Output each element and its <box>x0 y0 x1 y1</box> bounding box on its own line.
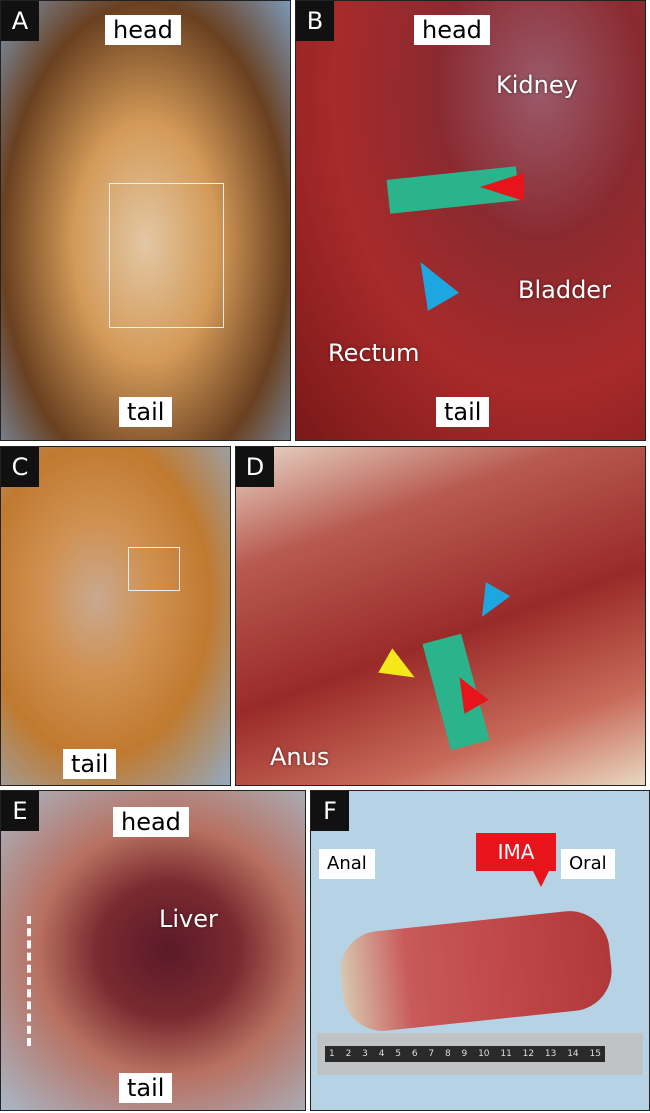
ruler-tick: 1 <box>329 1049 335 1059</box>
label-oral: Oral <box>561 849 615 879</box>
ruler-tick: 7 <box>428 1049 435 1059</box>
zoom-region-box <box>109 183 224 328</box>
label-head: head <box>113 807 189 837</box>
yellow-arrowhead <box>378 648 422 690</box>
panel-letter: B <box>296 1 334 41</box>
label-bladder: Bladder <box>518 276 611 304</box>
label-head: head <box>105 15 181 45</box>
ruler-tick: 6 <box>411 1049 418 1059</box>
ruler-tick: 9 <box>461 1049 468 1059</box>
ruler-tick: 8 <box>444 1049 451 1059</box>
label-tail: tail <box>436 397 490 427</box>
ruler-tick: 14 <box>567 1049 579 1059</box>
colon-specimen <box>336 907 616 1035</box>
panel-letter: E <box>1 791 39 831</box>
label-tail: tail <box>119 1073 173 1103</box>
ruler-tick: 12 <box>522 1049 535 1059</box>
label-tail: tail <box>63 749 117 779</box>
ruler-tick: 3 <box>362 1049 368 1059</box>
label-liver: Liver <box>159 905 218 933</box>
ruler-tick: 13 <box>544 1049 557 1059</box>
panel-e: Liver E head tail <box>0 790 306 1111</box>
label-kidney: Kidney <box>496 71 578 99</box>
panel-c: C tail <box>0 446 231 786</box>
zoom-region-box <box>128 547 180 591</box>
blue-arrowhead <box>469 582 511 624</box>
label-head: head <box>414 15 490 45</box>
panel-letter: C <box>1 447 39 487</box>
ruler-tick: 2 <box>345 1049 352 1059</box>
dashed-line <box>27 916 31 1046</box>
panel-b: Kidney Bladder Rectum B head tail <box>295 0 646 441</box>
red-arrowhead <box>480 173 524 201</box>
callout-pointer <box>533 871 549 887</box>
label-anus: Anus <box>270 743 330 771</box>
panel-letter: D <box>236 447 274 487</box>
panel-letter: A <box>1 1 39 41</box>
blue-arrowhead <box>404 253 460 311</box>
ruler-tick: 4 <box>378 1049 385 1059</box>
ruler-tick: 5 <box>395 1049 401 1059</box>
ruler-tick: 11 <box>500 1049 512 1059</box>
ruler-tick: 10 <box>478 1049 490 1059</box>
ruler-tick: 15 <box>589 1049 601 1059</box>
label-anal: Anal <box>319 849 375 879</box>
panel-a: A head tail <box>0 0 291 441</box>
label-rectum: Rectum <box>328 339 420 367</box>
panel-letter: F <box>311 791 349 831</box>
label-tail: tail <box>119 397 173 427</box>
ima-callout: IMA <box>476 833 556 871</box>
panel-d: D Anus <box>235 446 646 786</box>
